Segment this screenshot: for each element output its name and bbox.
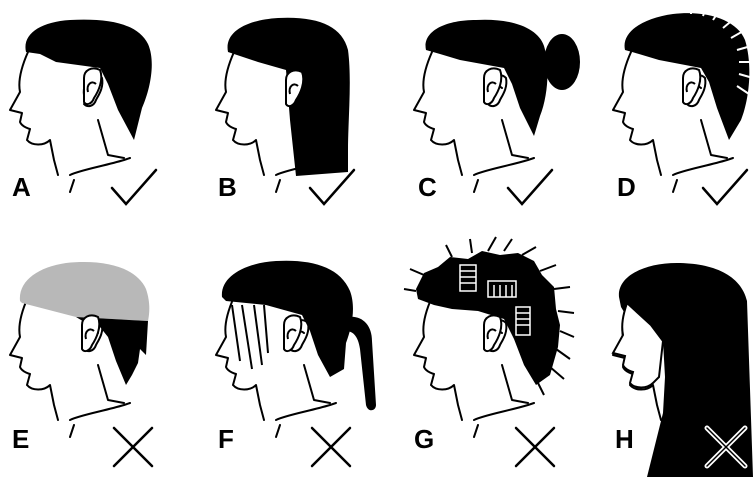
panel-label: H	[615, 424, 634, 454]
ear	[683, 68, 700, 104]
panel-g: G	[404, 237, 574, 466]
panel-label: D	[617, 172, 636, 202]
check-icon	[112, 170, 156, 204]
hair-ponytail	[346, 317, 376, 411]
cross-icon	[114, 428, 152, 466]
hair-dyed	[20, 262, 149, 321]
check-icon	[508, 170, 552, 204]
panel-label: B	[218, 172, 237, 202]
fringe-strands	[232, 305, 268, 369]
check-icon	[703, 170, 747, 204]
panel-a: A	[10, 20, 156, 204]
ear	[284, 315, 301, 351]
panel-h: H	[613, 263, 753, 477]
ear	[484, 68, 501, 104]
panel-f: F	[216, 261, 376, 466]
cross-icon	[312, 428, 350, 466]
panel-e: E	[10, 262, 152, 466]
panel-b: B	[216, 18, 354, 204]
panel-label: A	[12, 172, 31, 202]
panel-c: C	[414, 20, 580, 204]
panel-label: C	[418, 172, 437, 202]
panel-label: E	[12, 424, 29, 454]
check-icon	[310, 170, 354, 204]
cross-icon	[516, 428, 554, 466]
panel-d: D	[613, 2, 753, 204]
panel-label: G	[414, 424, 434, 454]
hair-bun	[544, 34, 580, 90]
panel-label: F	[218, 424, 234, 454]
ear	[84, 68, 101, 104]
